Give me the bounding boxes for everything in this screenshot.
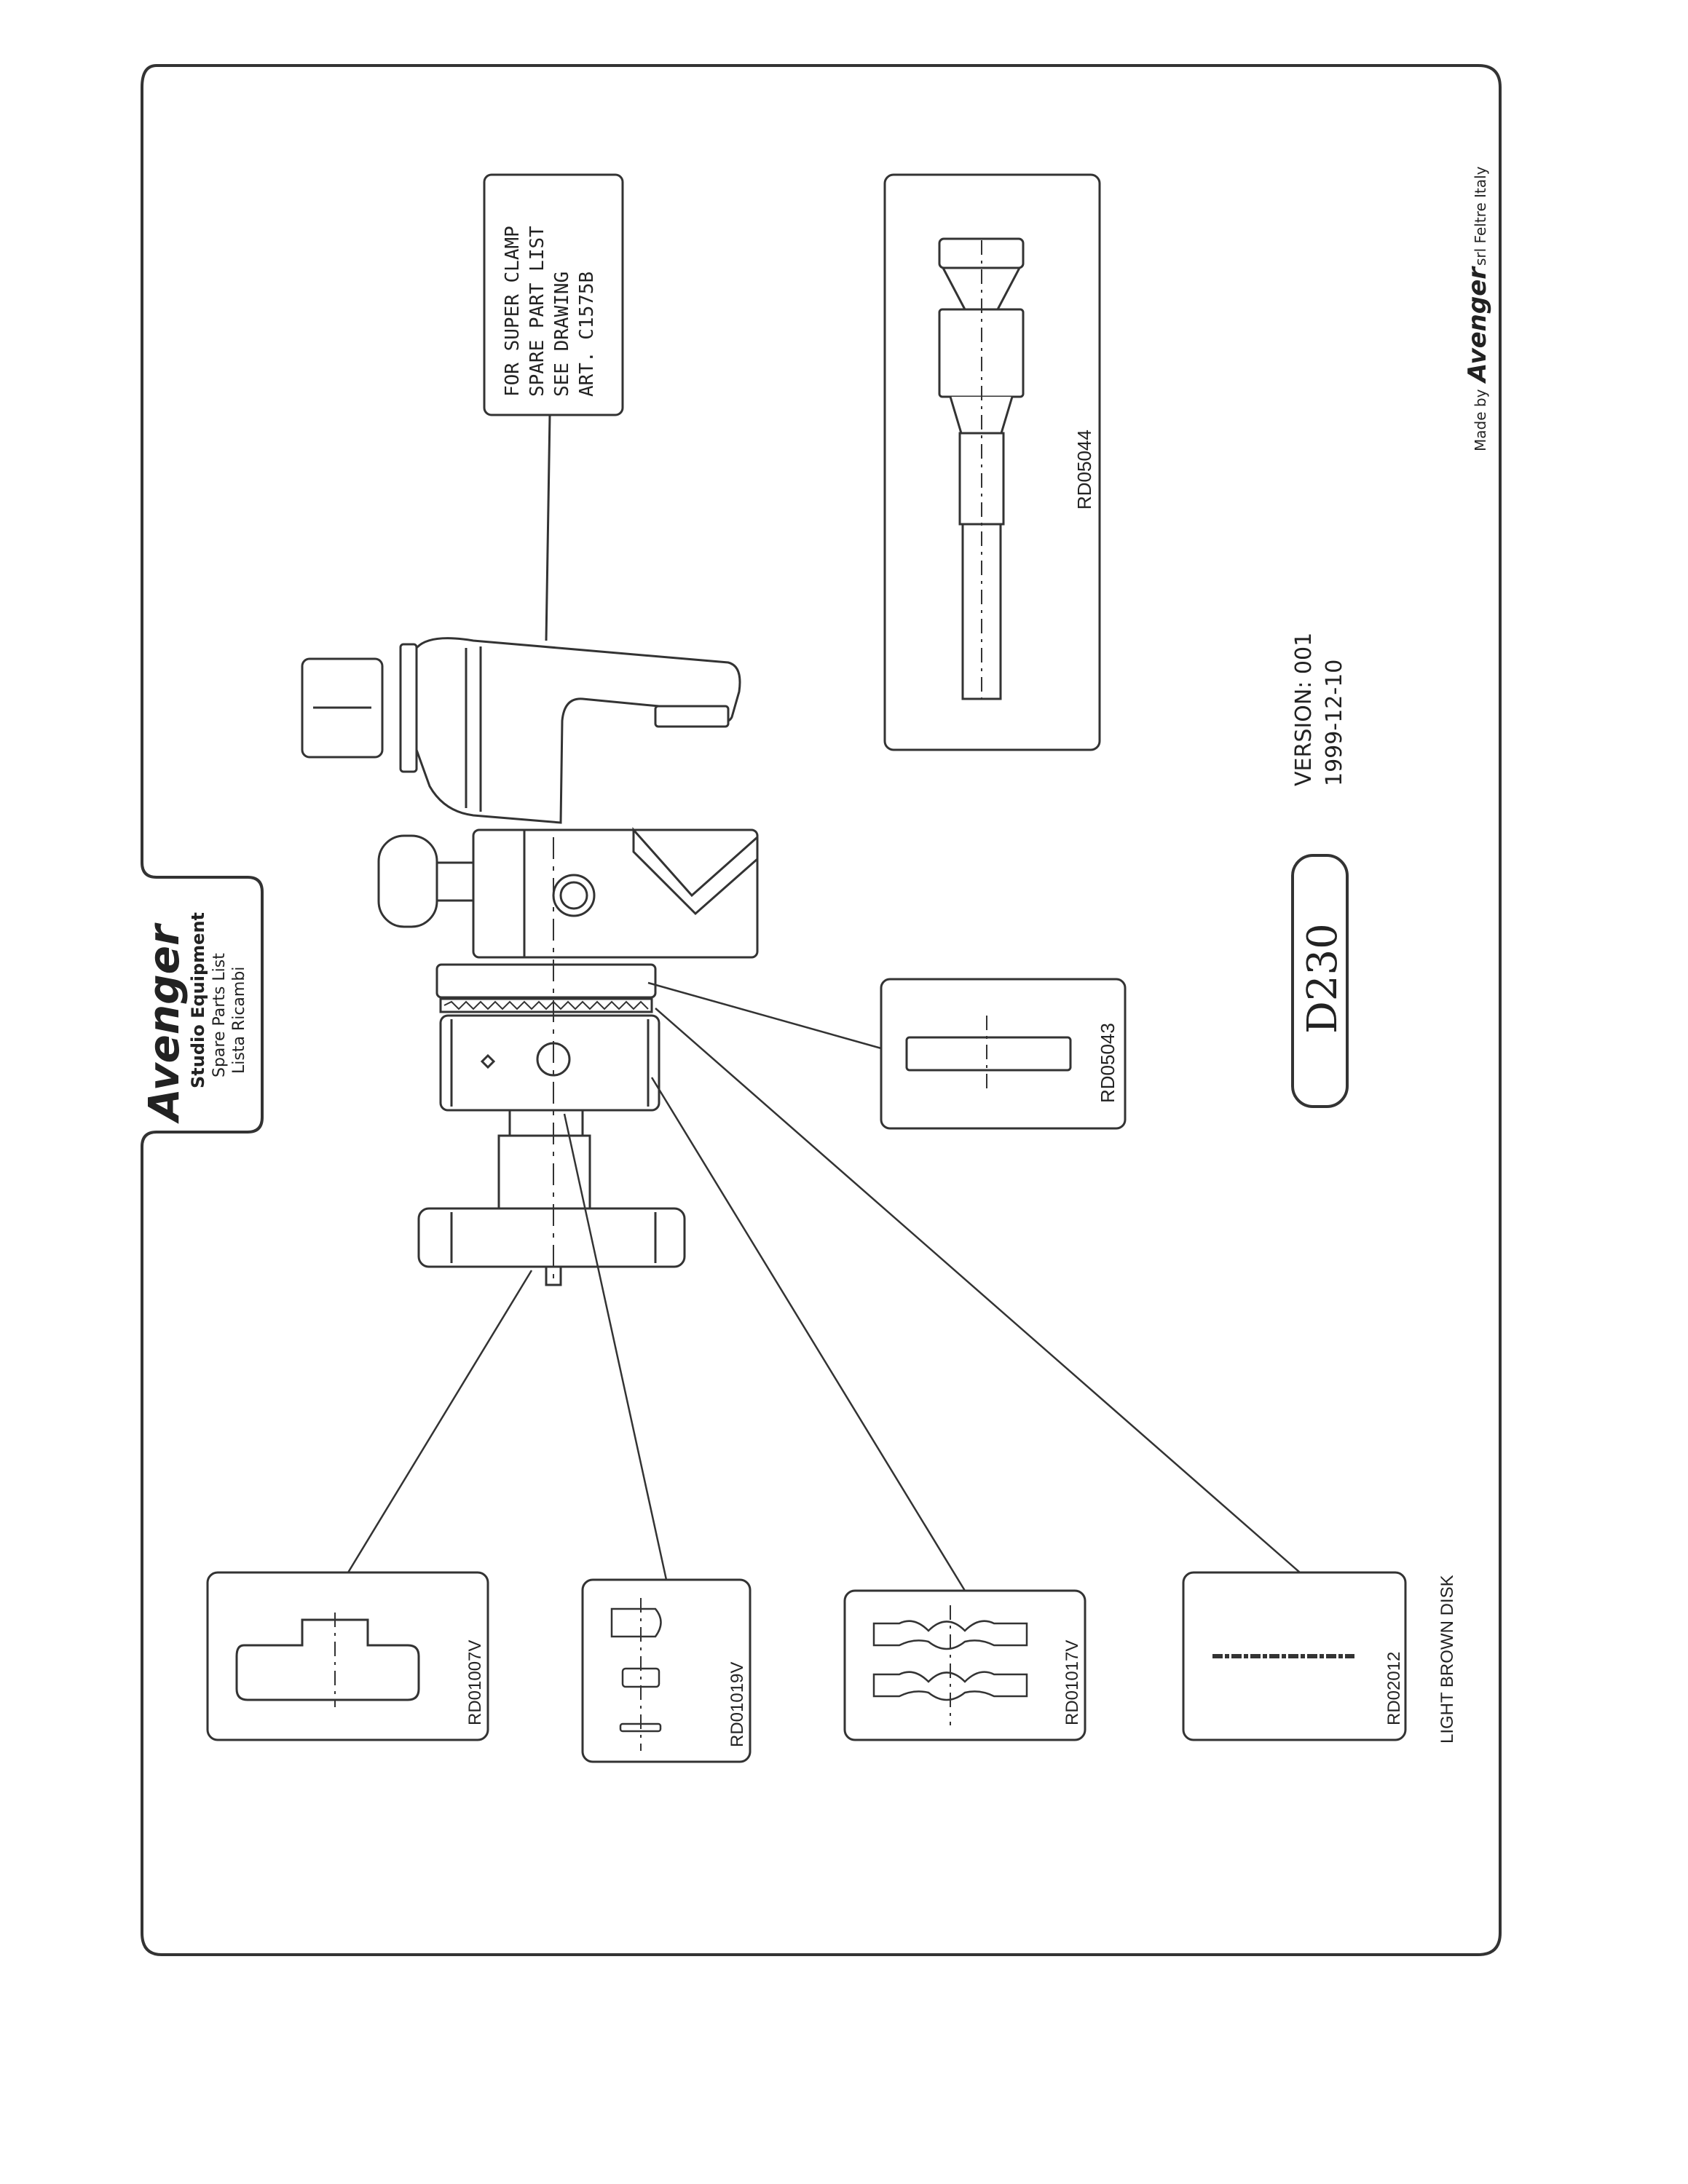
note-leader-line bbox=[545, 414, 551, 641]
model-code: D230 bbox=[1299, 923, 1346, 1034]
part-box-rd01019v bbox=[581, 1578, 752, 1763]
brand-spare-parts-list: Spare Parts List bbox=[210, 953, 229, 1077]
leader-rd01017v bbox=[650, 1077, 966, 1591]
note-line-1: FOR SUPER CLAMP bbox=[502, 226, 524, 397]
t-handle-drawing bbox=[235, 1613, 420, 1707]
part-code-rd01007v: RD01007V bbox=[465, 1640, 485, 1725]
part-box-rd02012 bbox=[1182, 1571, 1407, 1741]
part-box-rd05044 bbox=[883, 173, 1101, 751]
version-block: VERSION: 001 1999-12-10 bbox=[1291, 633, 1347, 786]
brand-logo: Avenger bbox=[139, 922, 189, 1124]
washer-drawing bbox=[905, 1036, 1072, 1072]
brand-lista-ricambi: Lista Ricambi bbox=[230, 967, 248, 1074]
leader-rd05043 bbox=[647, 981, 882, 1050]
stud-drawing bbox=[938, 237, 1025, 700]
footer-made-by-label: Made by bbox=[1472, 389, 1489, 451]
part-box-rd05043 bbox=[880, 978, 1127, 1130]
note-line-2: SPARE PART LIST bbox=[526, 226, 548, 397]
model-badge bbox=[1291, 854, 1349, 1108]
part-box-rd01007v bbox=[206, 1571, 489, 1741]
brand-subtitle: Studio Equipment bbox=[188, 912, 208, 1088]
footer-brand: Avenger bbox=[1463, 266, 1492, 384]
note-box bbox=[483, 173, 624, 416]
part-code-rd05043: RD05043 bbox=[1097, 1023, 1119, 1103]
brand-block: Avenger Studio Equipment Spare Parts Lis… bbox=[139, 912, 248, 1124]
note-text: FOR SUPER CLAMP SPARE PART LIST SEE DRAW… bbox=[502, 226, 598, 397]
footer-company: srl Feltre Italy bbox=[1472, 166, 1489, 266]
part-desc-rd02012: LIGHT BROWN DISK bbox=[1437, 1575, 1457, 1744]
leader-rd01007v bbox=[347, 1270, 533, 1573]
leader-rd01019v bbox=[563, 1113, 668, 1580]
drawing-frame bbox=[141, 64, 1502, 1956]
part-code-rd02012: RD02012 bbox=[1384, 1652, 1404, 1725]
version-label: VERSION: 001 bbox=[1291, 633, 1317, 786]
part-code-rd01019v: RD01019V bbox=[727, 1662, 747, 1747]
split-collar-drawing bbox=[872, 1605, 1028, 1725]
leader-lines bbox=[347, 981, 1301, 1591]
note-line-4: ART. C1575B bbox=[576, 272, 598, 397]
footer-made-by: Made by Avenger srl Feltre Italy bbox=[1463, 166, 1492, 451]
version-date: 1999-12-10 bbox=[1322, 660, 1347, 786]
leader-rd02012 bbox=[655, 1008, 1301, 1573]
note-line-3: SEE DRAWING bbox=[551, 272, 573, 397]
part-code-rd05044: RD05044 bbox=[1073, 430, 1095, 510]
part-code-rd01017v: RD01017V bbox=[1062, 1640, 1082, 1725]
part-box-rd01017v bbox=[843, 1589, 1086, 1741]
clamp-assembly bbox=[301, 637, 759, 1286]
screw-parts-drawing bbox=[610, 1598, 662, 1751]
